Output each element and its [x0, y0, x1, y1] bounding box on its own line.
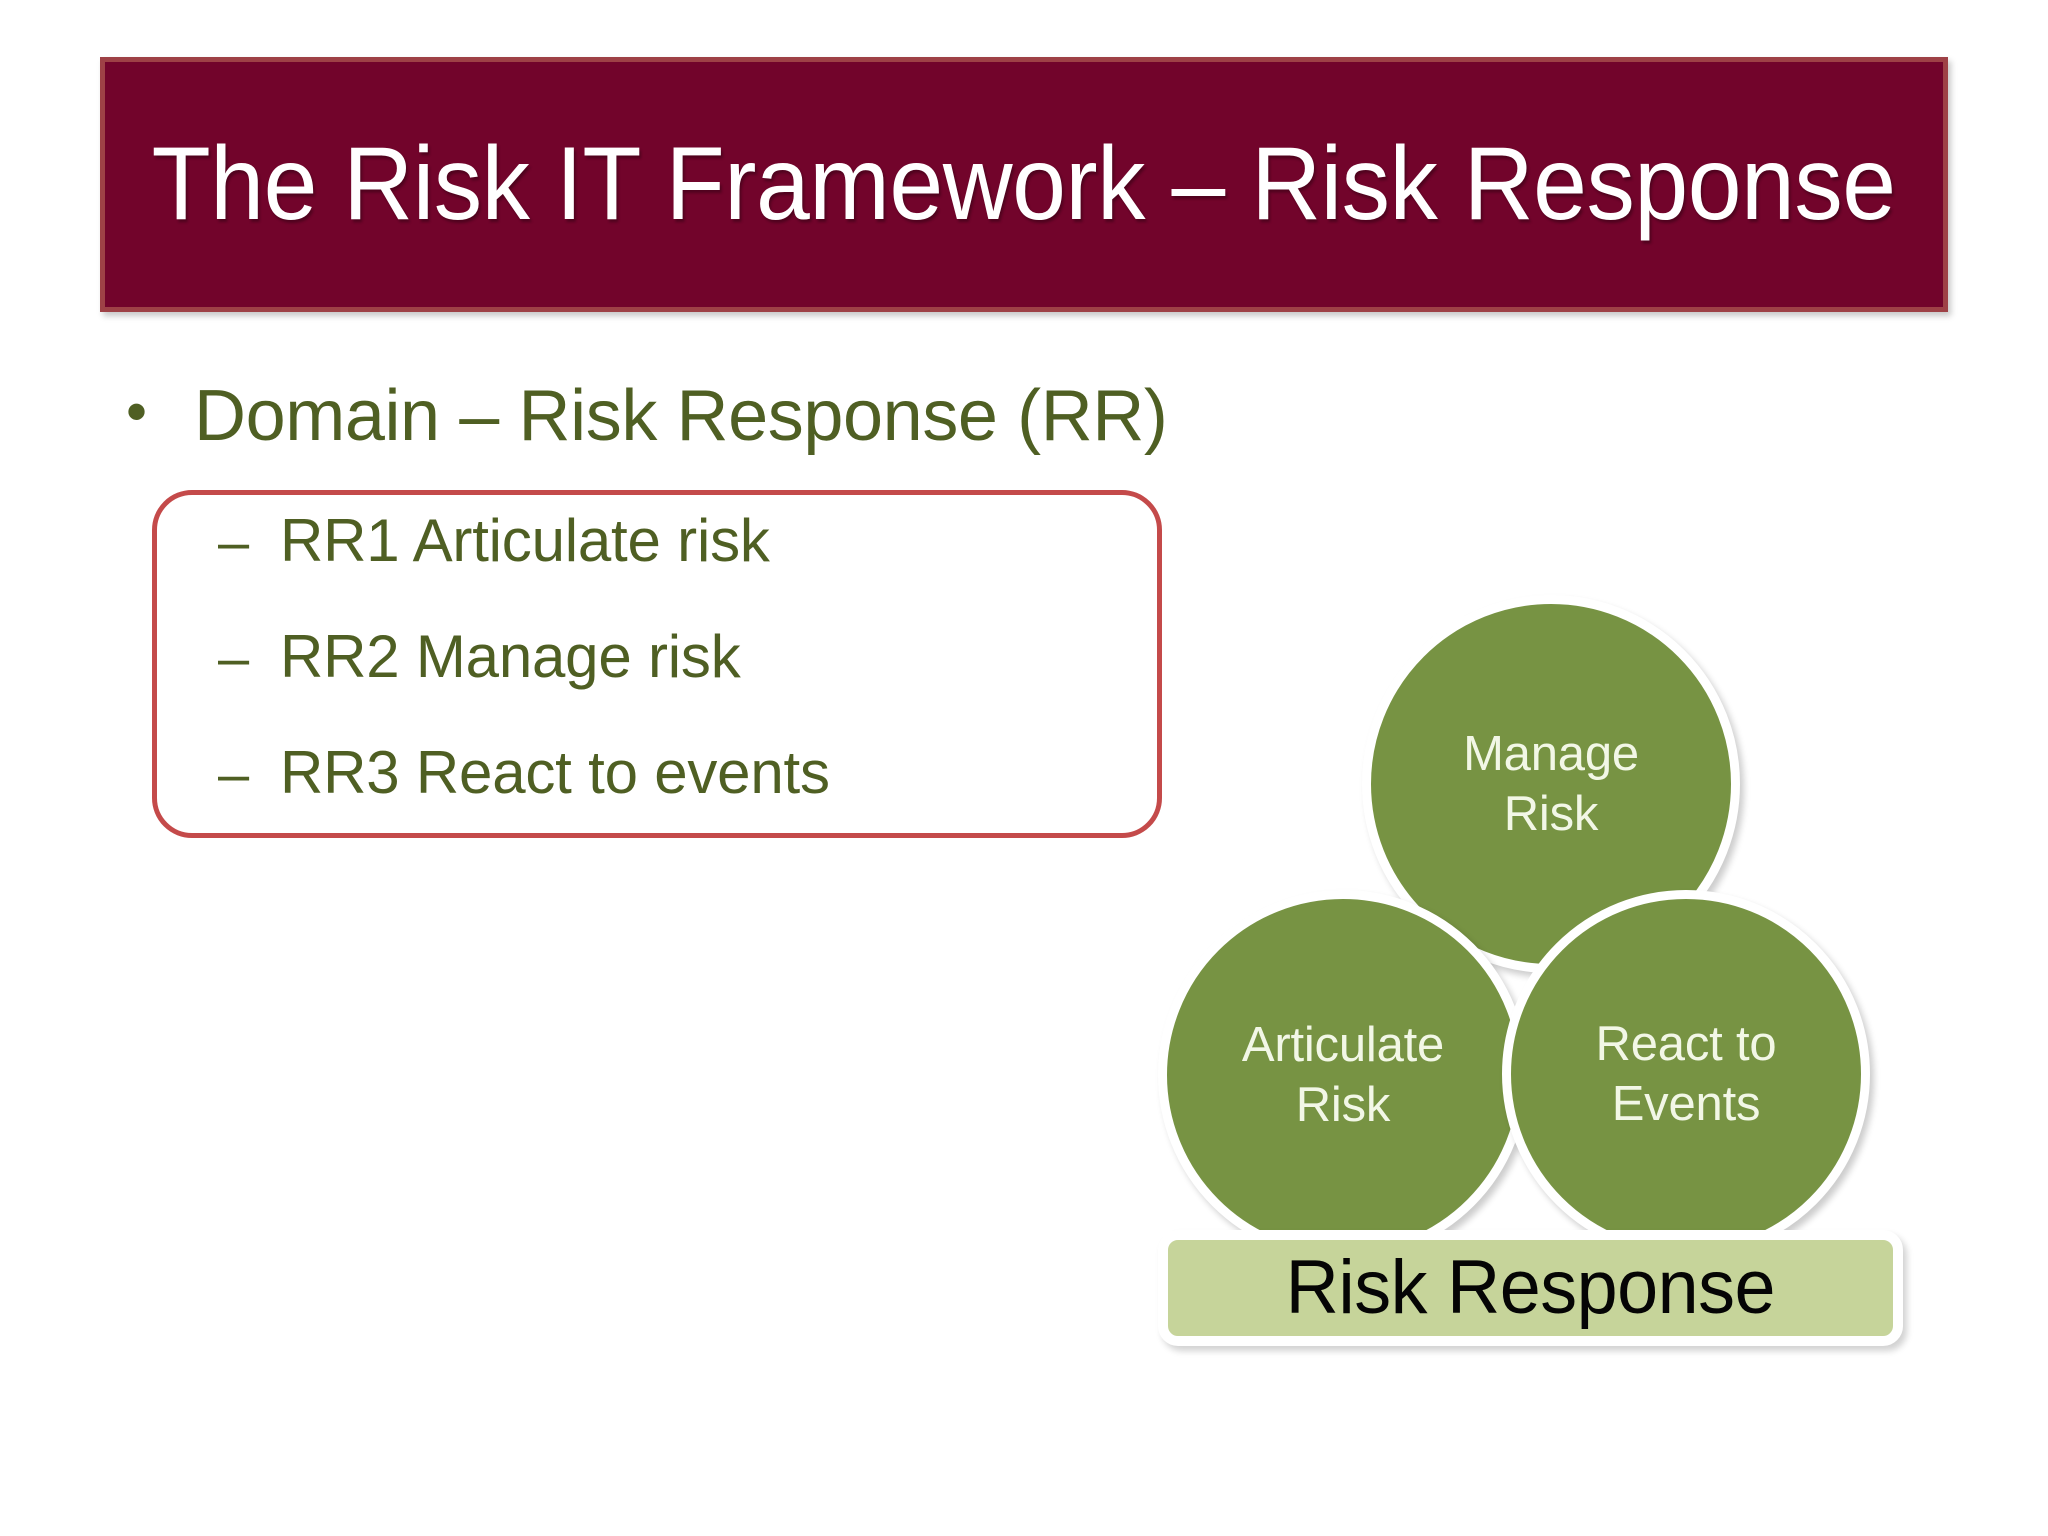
diagram-circle-manage-risk-label: Manage Risk	[1449, 724, 1653, 844]
bullet-level2-label-rr1: RR1 Articulate risk	[280, 507, 770, 574]
diagram-circle-articulate-risk-line2: Risk	[1295, 1078, 1391, 1132]
diagram-circle-manage-risk-line1: Manage	[1463, 727, 1639, 781]
dash-icon: –	[218, 742, 250, 805]
dash-icon: –	[218, 626, 250, 689]
diagram-circle-articulate-risk-label: Articulate Risk	[1228, 1015, 1458, 1135]
bullet-level2-label-rr2: RR2 Manage risk	[280, 623, 741, 690]
bullet-level2-label-rr3: RR3 React to events	[280, 739, 830, 806]
list-item: – RR2 Manage risk	[218, 621, 1158, 737]
diagram-circle-react-to-events-line1: React to	[1595, 1017, 1777, 1071]
page-title: The Risk IT Framework – Risk Response	[152, 125, 1896, 242]
dash-icon: –	[218, 510, 250, 573]
diagram-base-bar: Risk Response	[1158, 1230, 1903, 1346]
highlight-callout-box	[152, 490, 1162, 838]
bullet-level1: • Domain – Risk Response (RR)	[120, 374, 1168, 458]
bullet-level1-label: Domain – Risk Response (RR)	[194, 376, 1168, 456]
bullet-dot-icon: •	[126, 378, 148, 445]
diagram-circle-react-to-events-label: React to Events	[1582, 1014, 1791, 1134]
diagram-circle-articulate-risk-line1: Articulate	[1241, 1018, 1445, 1072]
list-item: – RR3 React to events	[218, 737, 1158, 853]
diagram-base-bar-label: Risk Response	[1285, 1245, 1776, 1330]
list-item: – RR1 Articulate risk	[218, 505, 1158, 621]
diagram-circle-react-to-events-line2: Events	[1611, 1077, 1761, 1131]
risk-response-diagram: Manage Risk Articulate Risk React to Eve…	[1140, 580, 1960, 1380]
slide-title-bar: The Risk IT Framework – Risk Response	[100, 57, 1948, 312]
diagram-circle-react-to-events: React to Events	[1502, 890, 1870, 1258]
diagram-circle-articulate-risk: Articulate Risk	[1158, 890, 1528, 1260]
diagram-circle-manage-risk-line2: Risk	[1503, 787, 1599, 841]
bullet-level2-list: – RR1 Articulate risk – RR2 Manage risk …	[218, 505, 1158, 853]
